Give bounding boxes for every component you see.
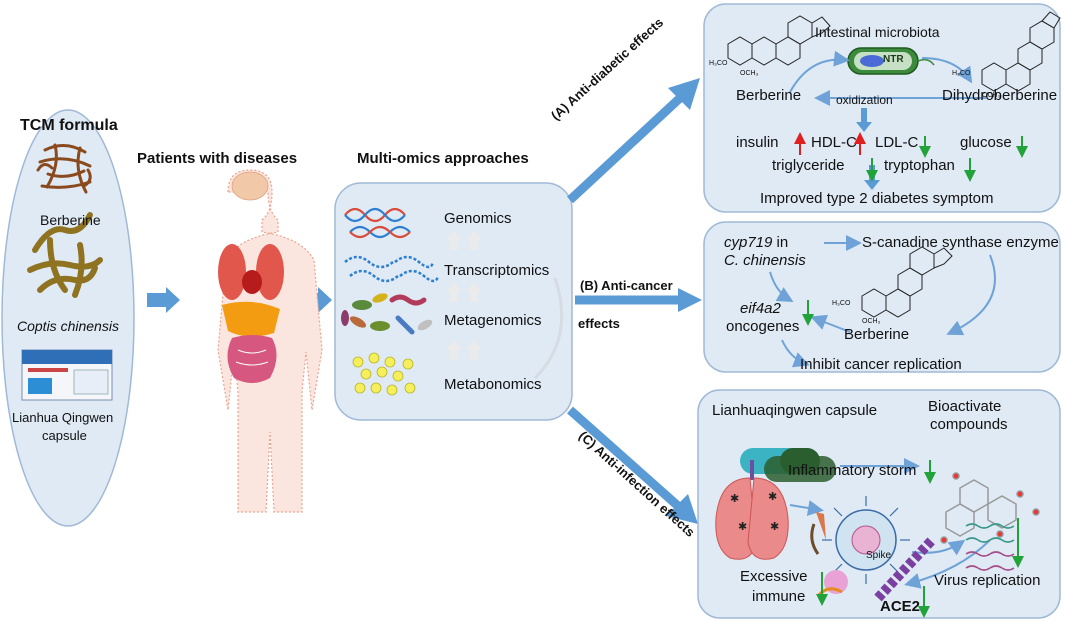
panel-a-h3co-2: H₃CO bbox=[952, 70, 971, 77]
panel-a-ntr: NTR bbox=[883, 54, 904, 65]
panel-b-in: in bbox=[772, 234, 789, 251]
berberine-structure-a bbox=[727, 15, 831, 66]
arrow-berberine-to-bacterium bbox=[789, 50, 850, 93]
panel-b-och3: OCH₃ bbox=[862, 318, 881, 325]
panel-a-triglyceride: triglyceride bbox=[772, 157, 845, 174]
panel-a-microbiota: Intestinal microbiota bbox=[815, 24, 940, 40]
panel-c-bio-1: Bioactivate bbox=[928, 398, 1002, 415]
immune-cell-icon bbox=[810, 512, 848, 598]
svg-text:✱: ✱ bbox=[768, 490, 777, 503]
panel-c-spike: Spike bbox=[866, 550, 892, 561]
panel-b-enzyme: S-canadine synthase enzyme bbox=[862, 234, 1059, 251]
omics-faint-arrows bbox=[446, 230, 482, 360]
panel-b-cyp-line: cyp719 in bbox=[724, 234, 788, 251]
tcm-ellipse bbox=[1, 109, 135, 527]
lungs-icon: ✱ ✱ ✱ ✱ bbox=[715, 460, 789, 560]
panel-c-excessive-2: immune bbox=[752, 588, 806, 605]
panel-a-insulin: insulin bbox=[736, 134, 779, 151]
panel-a-ldl: LDL-C bbox=[875, 134, 919, 151]
panel-a-result: Improved type 2 diabetes symptom bbox=[760, 190, 994, 207]
lianhua-box-image bbox=[21, 349, 113, 401]
lianhua-label-2: capsule bbox=[42, 428, 87, 443]
panel-c-capsule: Lianhuaqingwen capsule bbox=[712, 402, 878, 419]
rna-icon bbox=[344, 255, 440, 283]
panel-b-eif: eif4a2 bbox=[740, 300, 781, 317]
arrow-enzyme-to-berberine bbox=[946, 254, 996, 336]
coptis-root-image bbox=[27, 212, 103, 298]
arrow-to-panel-c bbox=[567, 406, 698, 524]
panel-c-virus: Virus replication bbox=[934, 572, 1041, 589]
capsule-pill-icon bbox=[740, 448, 836, 482]
panel-b-box bbox=[703, 221, 1061, 373]
panel-a-h3co-1: H₃CO bbox=[709, 60, 728, 67]
arrow-berberine-to-eif bbox=[810, 314, 851, 333]
omics-cycle-arc bbox=[533, 277, 564, 380]
berberine-label: Berberine bbox=[40, 212, 101, 228]
lianhua-label-1: Lianhua Qingwen bbox=[12, 410, 114, 425]
panel-a-och3-1: OCH₃ bbox=[740, 70, 759, 77]
omics-metagenomics: Metagenomics bbox=[444, 312, 542, 329]
berberine-structure-b bbox=[861, 246, 953, 318]
arrow-bacterium-to-dihydro bbox=[921, 57, 973, 84]
panel-a-glucose: glucose bbox=[960, 134, 1012, 151]
panel-b-species: C. chinensis bbox=[724, 252, 806, 269]
svg-text:✱: ✱ bbox=[738, 520, 747, 533]
panel-b-h3co: H₃CO bbox=[832, 300, 851, 307]
coptis-label: Coptis chinensis bbox=[17, 318, 119, 334]
rna-strands-icon bbox=[965, 523, 1015, 571]
arrow-eif-to-inhibit bbox=[781, 339, 810, 368]
panel-c-ace2: ACE2 bbox=[880, 598, 921, 615]
panel-b-cyp: cyp719 bbox=[724, 234, 773, 251]
omics-transcriptomics: Transcriptomics bbox=[444, 262, 550, 279]
tcm-title: TCM formula bbox=[20, 117, 118, 134]
panel-a-hdl: HDL-C bbox=[811, 134, 857, 151]
panel-a-tryptophan: tryptophan bbox=[884, 157, 955, 174]
virus-icon bbox=[822, 496, 910, 584]
panel-c-bio-2: compounds bbox=[930, 416, 1008, 433]
svg-text:✱: ✱ bbox=[770, 520, 779, 533]
human-body-image bbox=[217, 169, 323, 513]
patients-title: Patients with diseases bbox=[137, 150, 298, 167]
metabolites-icon bbox=[352, 352, 416, 396]
arrow-to-panel-a bbox=[566, 78, 700, 204]
dihydroberberine-structure bbox=[981, 11, 1061, 92]
panel-a-berberine: Berberine bbox=[736, 87, 802, 104]
omics-metabonomics: Metabonomics bbox=[444, 376, 542, 393]
arrow-lungs-to-virus bbox=[789, 500, 824, 516]
ace2-receptor-icon bbox=[874, 536, 936, 602]
berberine-herb-image bbox=[36, 143, 92, 194]
arrow-compounds-to-virus bbox=[904, 539, 991, 589]
ntr-bacterium-icon bbox=[847, 47, 935, 75]
panel-b-oncogenes: oncogenes bbox=[726, 318, 800, 335]
panel-b-berberine: Berberine bbox=[844, 326, 910, 343]
panel-a-dihydro: Dihydroberberine bbox=[942, 87, 1058, 104]
omics-title: Multi-omics approaches bbox=[357, 150, 529, 167]
arrow-b-label-1: (B) Anti-cancer bbox=[580, 278, 673, 293]
panel-c-excessive-1: Excessive bbox=[740, 568, 808, 585]
molecule-icon bbox=[940, 472, 1040, 544]
panel-c-box bbox=[697, 389, 1061, 619]
dna-icon bbox=[344, 207, 411, 239]
panel-a-oxidization: oxidization bbox=[836, 93, 893, 107]
arrow-cyp-to-eif bbox=[769, 271, 794, 302]
panel-b-result: Inhibit cancer replication bbox=[800, 356, 962, 373]
arrow-to-panel-b bbox=[575, 288, 702, 312]
panel-c-storm: Inflammatory storm bbox=[788, 462, 917, 479]
panel-a-och3-2: OCH₃ bbox=[982, 92, 1001, 99]
arrow-tcm-to-patients bbox=[147, 287, 180, 313]
omics-genomics: Genomics bbox=[444, 210, 512, 227]
svg-text:✱: ✱ bbox=[730, 492, 739, 505]
microbes-icon bbox=[341, 293, 433, 335]
arrow-b-label-2: effects bbox=[578, 316, 620, 331]
